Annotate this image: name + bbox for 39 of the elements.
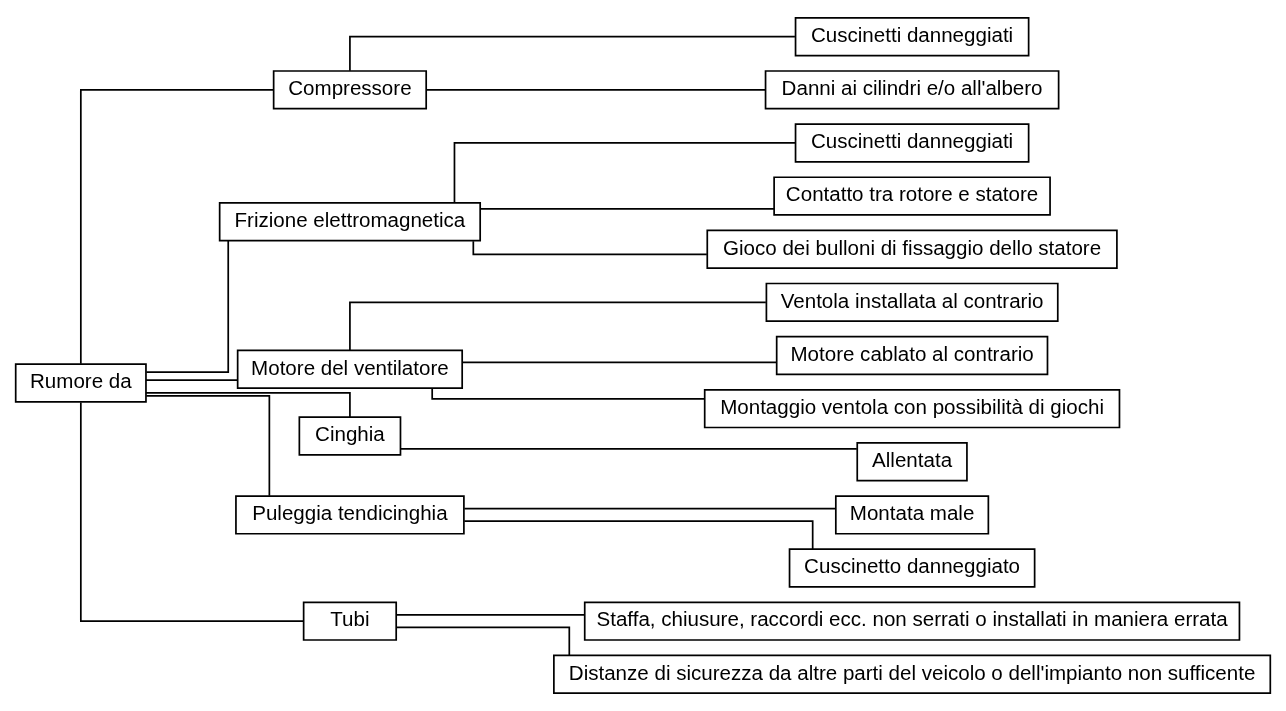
- connector: [395, 614, 586, 616]
- connector: [463, 520, 814, 550]
- node-box: Rumore da: [14, 363, 147, 403]
- node-box: Frizione elettromagnetica: [218, 202, 482, 242]
- node-box: Cuscinetto danneggiato: [788, 548, 1036, 588]
- node-box: Ventola installata al contrario: [765, 282, 1059, 323]
- connector: [145, 391, 351, 418]
- node-box: Compressore: [272, 70, 428, 110]
- connector: [453, 142, 797, 204]
- connector: [349, 35, 796, 72]
- connector: [145, 394, 271, 497]
- connector: [145, 379, 239, 381]
- connector: [349, 301, 767, 352]
- node-box: Danni ai cilindri e/o all'albero: [764, 70, 1060, 110]
- node-box: Puleggia tendicinghia: [235, 495, 465, 535]
- connector: [145, 240, 230, 373]
- node-box: Montaggio ventola con possibilità di giochi: [703, 388, 1121, 429]
- node-box: Gioco dei bulloni di fissaggio dello statore: [706, 229, 1118, 269]
- connector: [79, 401, 304, 622]
- node-box: Cuscinetti danneggiati: [794, 123, 1030, 163]
- connector: [425, 89, 767, 91]
- node-box: Montata male: [834, 495, 990, 535]
- node-box: Cinghia: [298, 416, 402, 456]
- node-box: Tubi: [302, 601, 398, 641]
- connector: [399, 448, 858, 450]
- connector: [461, 361, 778, 364]
- connector: [479, 208, 775, 210]
- connector: [472, 240, 708, 256]
- connector: [79, 89, 275, 365]
- connector: [463, 507, 837, 510]
- node-box: Contatto tra rotore e statore: [773, 176, 1051, 216]
- node-box: Distanze di sicurezza da altre parti del veicolo o dell'impianto non sufficente: [553, 654, 1272, 694]
- connector: [395, 626, 571, 657]
- connector: [431, 387, 706, 400]
- node-box: Motore cablato al contrario: [775, 335, 1049, 376]
- node-box: Allentata: [856, 442, 968, 482]
- node-box: Cuscinetti danneggiati: [794, 17, 1030, 57]
- node-box: Staffa, chiusure, raccordi ecc. non serrati o installati in maniera errata: [583, 601, 1241, 641]
- node-box: Motore del ventilatore: [236, 349, 464, 389]
